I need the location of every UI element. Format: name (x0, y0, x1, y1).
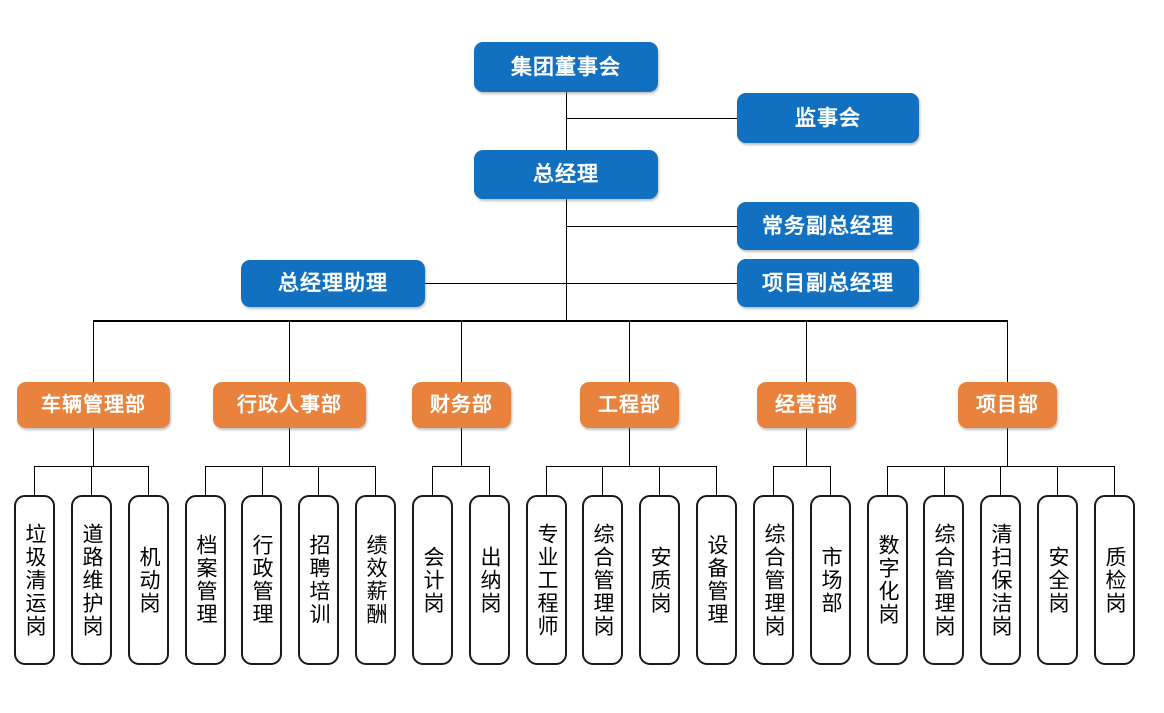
dept-node-finance[interactable]: 财务部 (412, 382, 511, 428)
dept-node-project[interactable]: 项目部 (958, 382, 1057, 428)
connector-bus-to-dept-4 (629, 320, 630, 382)
connector-dept-6-drop-5 (1114, 466, 1115, 495)
position-box-professional-engineer[interactable]: 专业工程师 (526, 495, 567, 665)
connector-dept-5-bar (773, 466, 831, 467)
connector-dept-1-stem (93, 428, 94, 466)
connector-dept-3-drop-1 (432, 466, 433, 495)
dept-node-vehicle-management[interactable]: 车辆管理部 (17, 382, 170, 428)
connector-dept-2-drop-4 (375, 466, 376, 495)
position-box-performance-compensation[interactable]: 绩效薪酬 (355, 495, 396, 665)
connector-dept-2-drop-2 (262, 466, 263, 495)
connector-dept-5-drop-2 (830, 466, 831, 495)
connector-dept-2-stem (289, 428, 290, 466)
node-general-manager[interactable]: 总经理 (474, 150, 658, 199)
connector-dept-6-drop-3 (1000, 466, 1001, 495)
connector-bus-to-dept-2 (289, 320, 290, 382)
connector-dept-5-stem (806, 428, 807, 466)
connector-board-to-supervisory (566, 118, 737, 119)
node-supervisory-board[interactable]: 监事会 (737, 93, 919, 143)
department-bus-line (93, 320, 1008, 322)
connector-board-to-gm (566, 92, 567, 150)
connector-dept-1-drop-2 (91, 466, 92, 495)
position-box-accounting[interactable]: 会计岗 (412, 495, 453, 665)
connector-dept-3-bar (432, 466, 490, 467)
node-executive-deputy-gm[interactable]: 常务副总经理 (737, 202, 919, 250)
dept-node-engineering[interactable]: 工程部 (580, 382, 679, 428)
connector-dept-6-drop-4 (1057, 466, 1058, 495)
position-box-project-general-management[interactable]: 综合管理岗 (923, 495, 964, 665)
position-box-market-department[interactable]: 市场部 (810, 495, 851, 665)
connector-gm-to-project-deputy (566, 283, 737, 284)
connector-dept-4-bar (546, 466, 717, 467)
position-box-safety[interactable]: 安全岗 (1037, 495, 1078, 665)
position-box-archive-management[interactable]: 档案管理 (185, 495, 226, 665)
dept-node-admin-hr[interactable]: 行政人事部 (213, 382, 366, 428)
connector-dept-2-drop-1 (205, 466, 206, 495)
connector-dept-2-drop-3 (318, 466, 319, 495)
position-box-recruitment-training[interactable]: 招聘培训 (298, 495, 339, 665)
connector-dept-6-drop-2 (944, 466, 945, 495)
position-box-safety-quality[interactable]: 安质岗 (639, 495, 680, 665)
connector-dept-1-drop-3 (148, 466, 149, 495)
connector-dept-4-stem (629, 428, 630, 466)
connector-dept-3-stem (461, 428, 462, 466)
connector-bus-to-dept-3 (461, 320, 462, 382)
position-box-operations-general-management[interactable]: 综合管理岗 (753, 495, 794, 665)
position-box-equipment-management[interactable]: 设备管理 (696, 495, 737, 665)
connector-dept-6-bar (887, 466, 1115, 467)
connector-dept-6-stem (1007, 428, 1008, 466)
position-box-road-maintenance[interactable]: 道路维护岗 (71, 495, 112, 665)
connector-dept-2-bar (205, 466, 376, 467)
position-box-cashier[interactable]: 出纳岗 (469, 495, 510, 665)
connector-assistant-to-gm (425, 283, 566, 284)
position-box-digitalization[interactable]: 数字化岗 (867, 495, 908, 665)
connector-gm-trunk (566, 199, 567, 321)
position-box-flexible-duty[interactable]: 机动岗 (128, 495, 169, 665)
position-box-engineering-general-management[interactable]: 综合管理岗 (582, 495, 623, 665)
node-gm-assistant[interactable]: 总经理助理 (241, 260, 425, 307)
position-box-quality-inspection[interactable]: 质检岗 (1094, 495, 1135, 665)
position-box-cleaning-sanitation[interactable]: 清扫保洁岗 (980, 495, 1021, 665)
connector-dept-5-drop-1 (773, 466, 774, 495)
connector-bus-to-dept-5 (806, 320, 807, 382)
connector-dept-4-drop-3 (659, 466, 660, 495)
connector-dept-4-drop-2 (602, 466, 603, 495)
connector-bus-to-dept-6 (1007, 320, 1008, 382)
connector-dept-1-drop-1 (34, 466, 35, 495)
position-box-admin-management[interactable]: 行政管理 (241, 495, 282, 665)
connector-dept-3-drop-2 (489, 466, 490, 495)
connector-bus-to-dept-1 (93, 320, 94, 382)
connector-dept-4-drop-1 (546, 466, 547, 495)
connector-dept-6-drop-1 (887, 466, 888, 495)
node-board[interactable]: 集团董事会 (474, 42, 658, 92)
dept-node-operations[interactable]: 经营部 (757, 382, 856, 428)
position-box-garbage-transport[interactable]: 垃圾清运岗 (14, 495, 55, 665)
node-project-deputy-gm[interactable]: 项目副总经理 (737, 259, 919, 307)
connector-dept-4-drop-4 (716, 466, 717, 495)
connector-gm-to-executive-deputy (566, 226, 737, 227)
